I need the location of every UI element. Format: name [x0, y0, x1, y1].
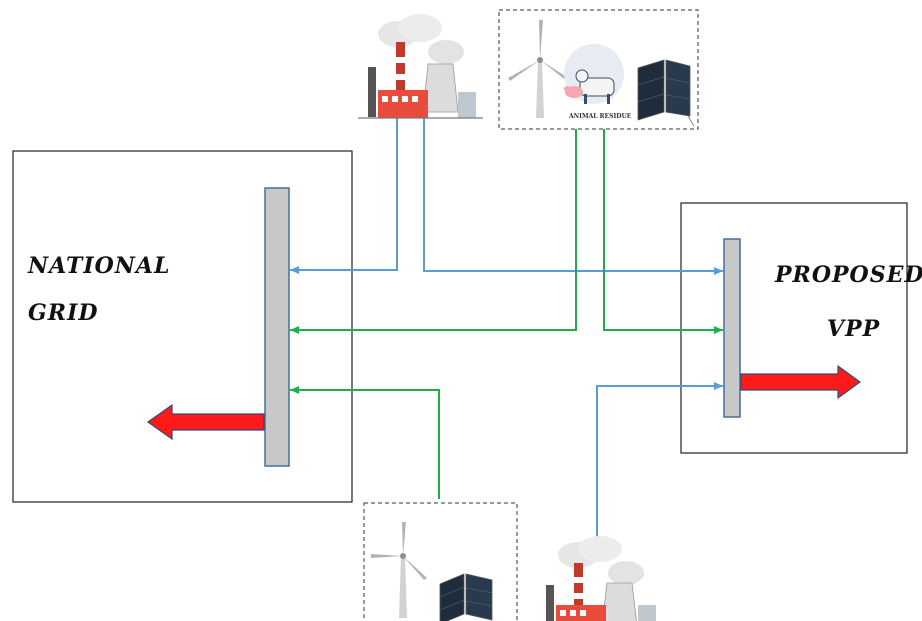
grid-export-arrow — [148, 405, 264, 439]
animal-residue-label: ANIMAL RESIDUE — [568, 113, 632, 120]
vpp-export-arrow — [741, 366, 860, 398]
wind-turbine-top-icon — [508, 20, 570, 118]
top-renewables-to-grid-line — [290, 129, 576, 330]
solar-panel-bottom-icon — [440, 574, 492, 621]
top-plant-to-vpp-line — [424, 118, 723, 271]
wind-turbine-bottom-icon — [371, 522, 427, 618]
thermal-plant-top-icon — [358, 14, 483, 118]
vpp-label-line1: PROPOSED — [775, 262, 922, 288]
top-renewables-to-vpp-line — [604, 129, 723, 330]
vpp-label-line2: VPP — [827, 316, 880, 342]
bottom-plant-to-vpp-line — [597, 386, 723, 545]
national-grid-label-line1: NATIONAL — [28, 253, 170, 279]
top-plant-to-grid-line — [290, 118, 397, 270]
vpp-bus-bar — [724, 239, 740, 417]
thermal-plant-bottom-icon — [546, 536, 656, 621]
national-grid-bus-bar — [265, 188, 289, 466]
national-grid-label-line2: GRID — [28, 300, 98, 326]
solar-panel-top-icon — [638, 60, 694, 126]
bottom-renewables-to-grid-line — [290, 390, 439, 499]
national-grid-box — [13, 151, 352, 502]
animal-residue-icon — [564, 44, 624, 104]
